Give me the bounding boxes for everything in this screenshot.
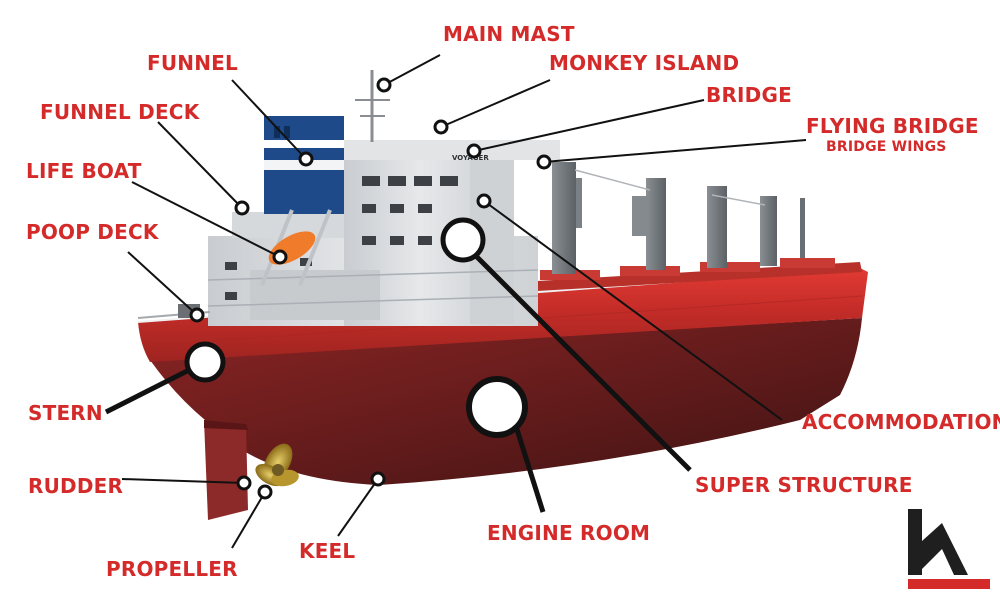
label-stern: STERN (28, 401, 103, 425)
marker-monkey-island (433, 119, 449, 135)
label-bridge: BRIDGE (706, 83, 792, 107)
marker-main-mast (376, 77, 392, 93)
label-poop-deck: POOP DECK (26, 220, 159, 244)
label-accommodation: ACCOMMODATION (802, 410, 1000, 434)
label-engine-room: ENGINE ROOM (487, 521, 651, 545)
brand-logo (908, 509, 990, 589)
label-monkey-island: MONKEY ISLAND (549, 51, 740, 75)
label-bridge-wings: BRIDGE WINGS (826, 139, 947, 155)
marker-super-structure (440, 217, 486, 263)
marker-funnel-deck (234, 200, 250, 216)
propeller (255, 443, 299, 487)
label-rudder: RUDDER (28, 474, 124, 498)
marker-bridge (466, 143, 482, 159)
label-propeller: PROPELLER (106, 557, 238, 581)
label-life-boat: LIFE BOAT (26, 159, 142, 183)
label-main-mast: MAIN MAST (443, 22, 575, 46)
leader-lines (104, 54, 807, 549)
marker-poop-deck (189, 307, 205, 323)
marker-flying-bridge (536, 154, 552, 170)
ship-name-plate: VOYAGER (452, 154, 489, 162)
cargo-hatches (520, 258, 862, 292)
deck-cranes (552, 162, 805, 274)
label-keel: KEEL (299, 539, 356, 563)
leader-markers (184, 77, 552, 500)
marker-funnel (298, 151, 314, 167)
marker-engine-room (466, 376, 528, 438)
marker-stern (184, 341, 226, 383)
rudder (204, 420, 248, 520)
marker-life-boat (272, 249, 288, 265)
marker-accommodation (476, 193, 492, 209)
label-flying-bridge: FLYING BRIDGE (806, 114, 979, 138)
label-super-structure: SUPER STRUCTURE (695, 473, 913, 497)
label-funnel-deck: FUNNEL DECK (40, 100, 200, 124)
marker-propeller (257, 484, 273, 500)
marker-rudder (236, 475, 252, 491)
label-funnel: FUNNEL (147, 51, 238, 75)
superstructure (207, 140, 560, 326)
marker-keel (370, 471, 386, 487)
